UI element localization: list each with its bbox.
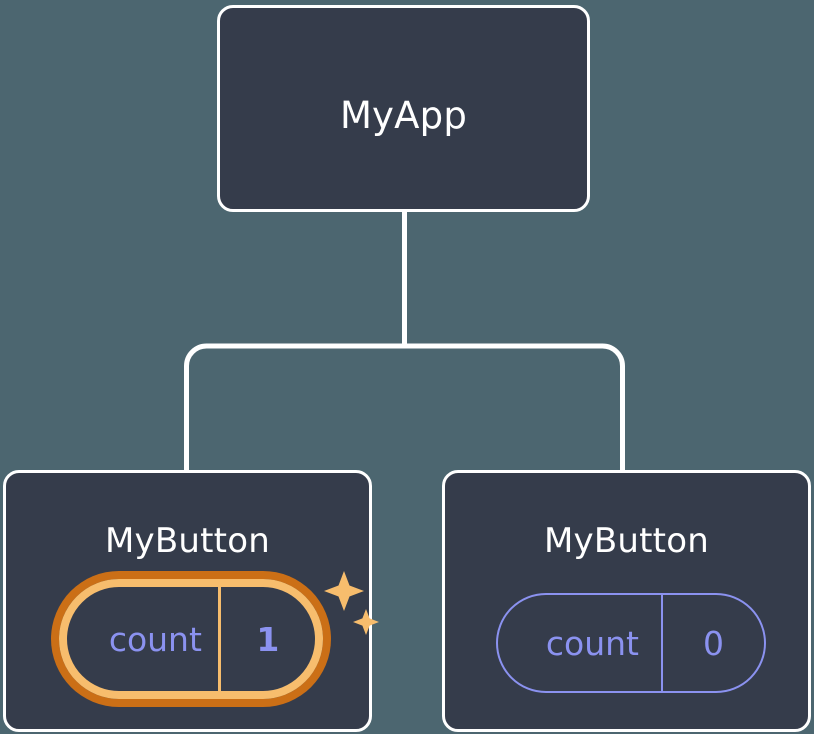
sparkle-group — [324, 571, 379, 635]
component-node-mybutton-left[interactable]: MyButton count 1 — [3, 470, 379, 732]
state-pill-value: 1 — [256, 619, 280, 659]
state-pill-count[interactable]: count 0 — [496, 593, 766, 693]
sparkle-large-icon — [324, 571, 364, 611]
component-node-label: MyButton — [544, 521, 709, 561]
state-pill-count-highlighted[interactable]: count 1 — [59, 579, 323, 699]
component-node-label: MyButton — [105, 521, 270, 561]
state-pill-value: 0 — [702, 623, 724, 663]
component-node-myapp[interactable]: MyApp — [217, 5, 590, 212]
component-node-label: MyApp — [339, 94, 468, 137]
component-node-mybutton-right[interactable]: MyButton count 0 — [442, 470, 811, 732]
sparkle-small-icon — [353, 609, 379, 635]
edge-branch-bar — [184, 343, 625, 470]
state-pill-key: count — [67, 587, 221, 691]
state-pill-key: count — [498, 595, 663, 691]
